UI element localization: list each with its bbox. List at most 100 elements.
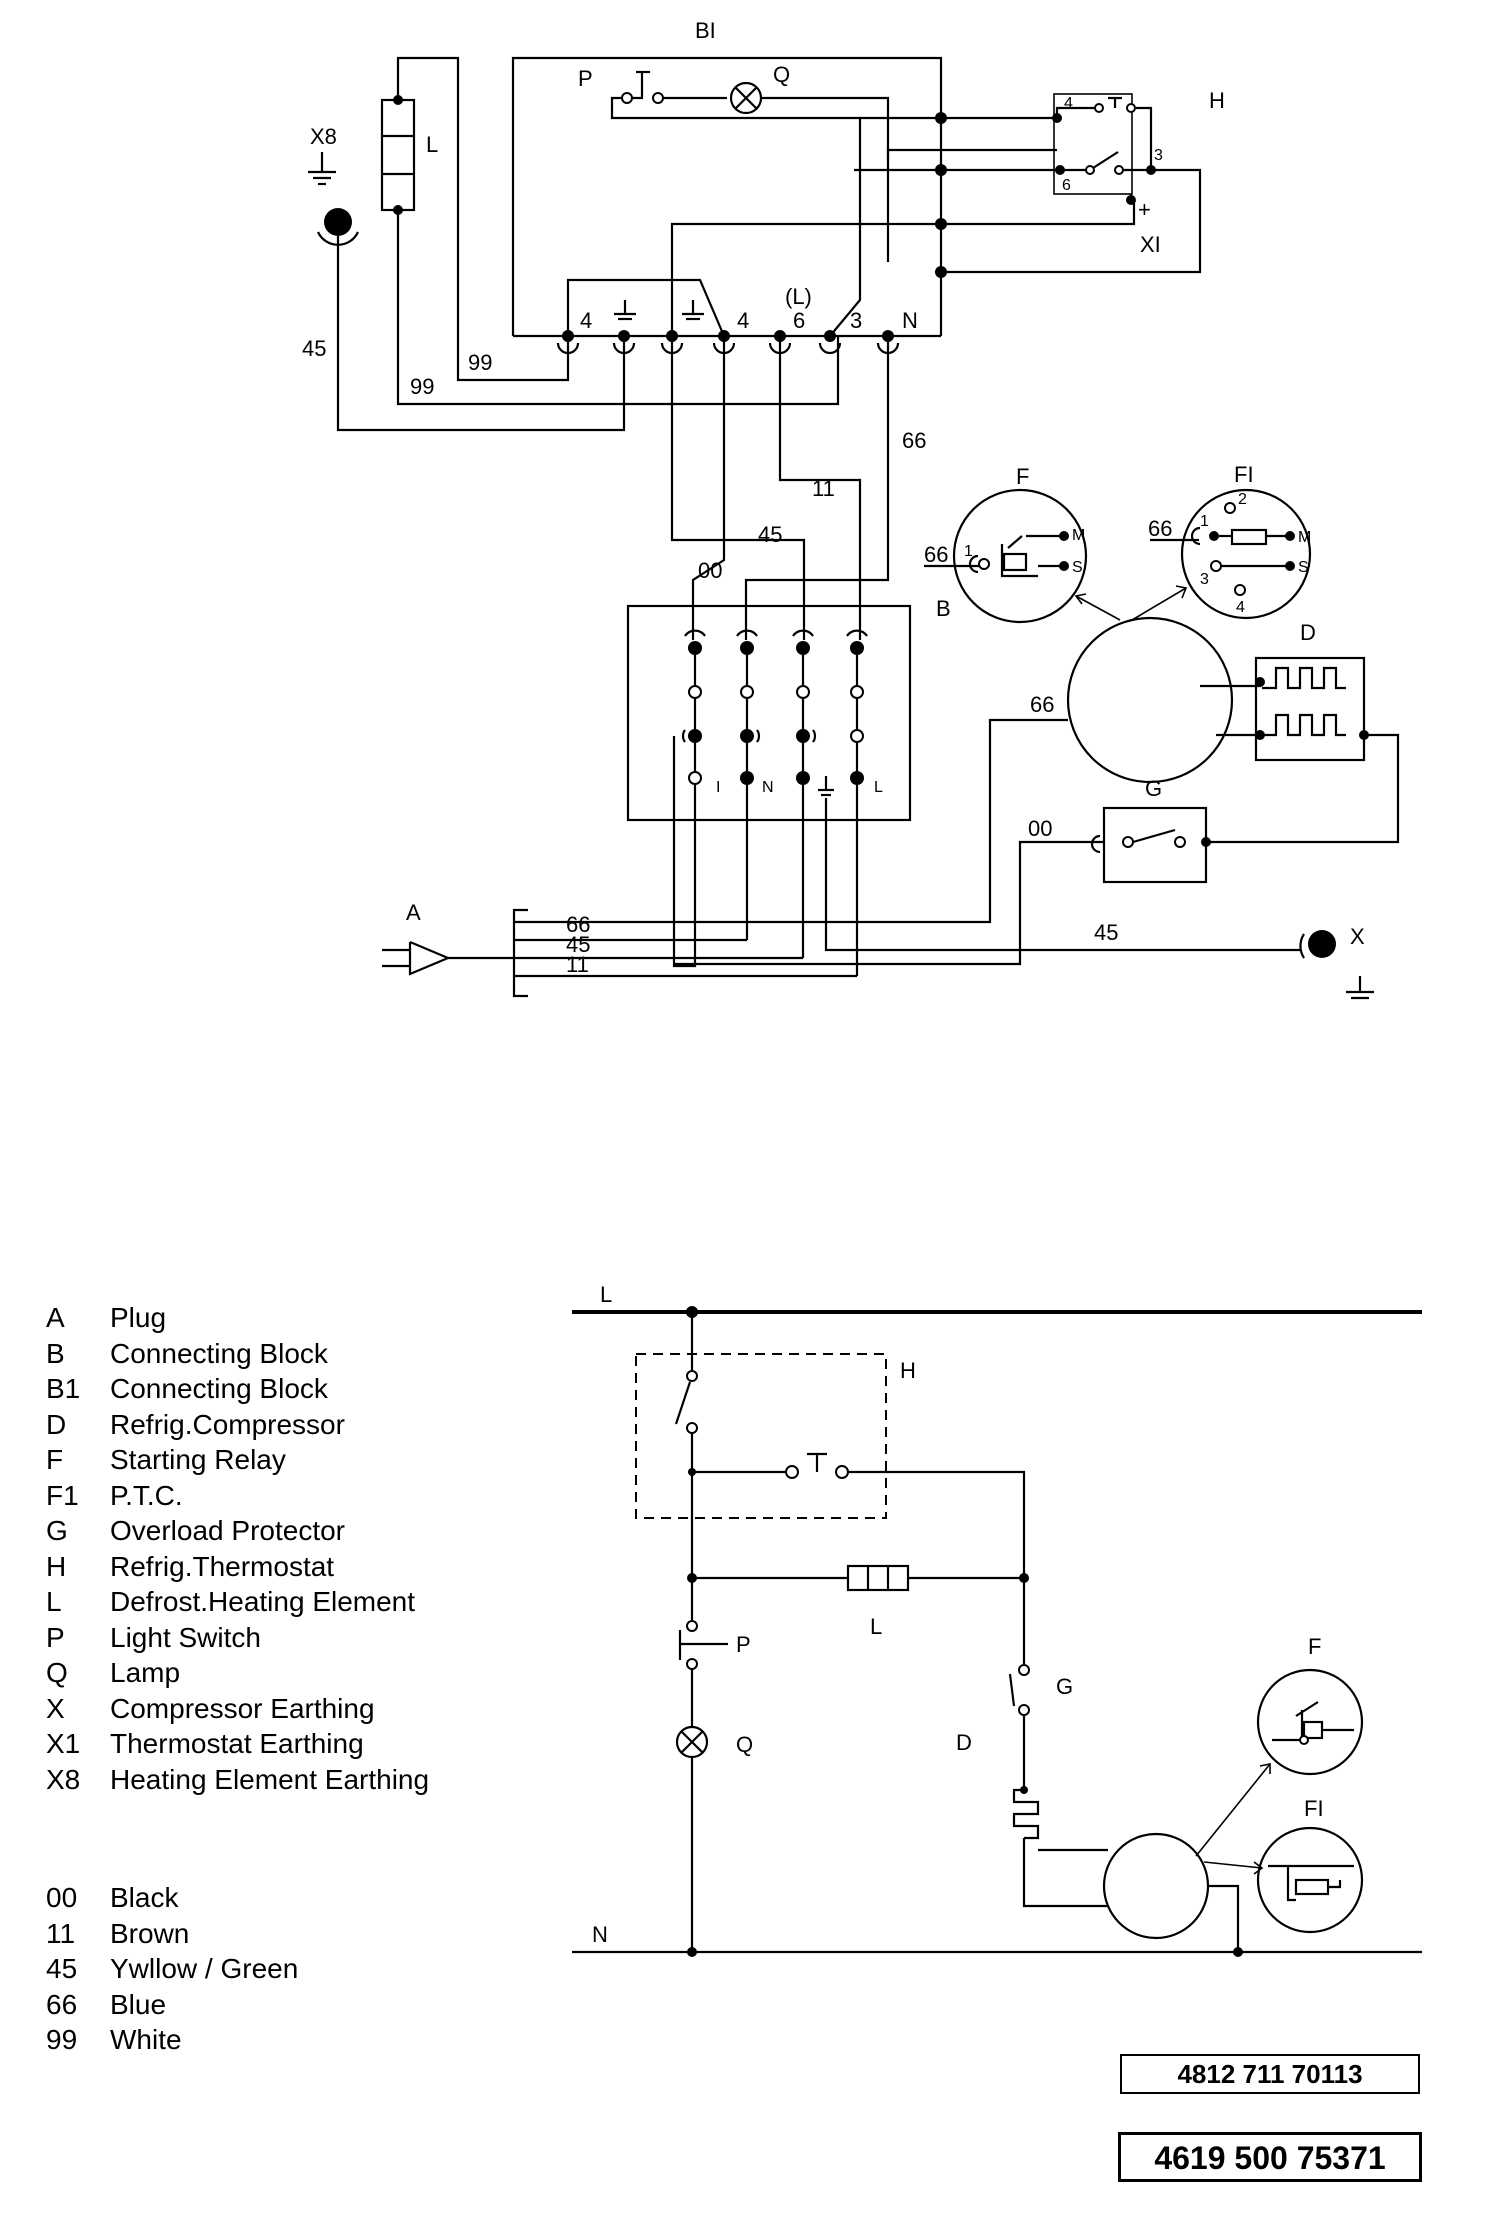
label-x: X bbox=[1350, 924, 1365, 949]
legend-item-name: Light Switch bbox=[110, 1621, 261, 1653]
wire-q-b1 bbox=[761, 96, 890, 262]
earth-x8: X8 45 bbox=[302, 124, 626, 432]
legend-item: X8 Heating Element Earthing bbox=[46, 1762, 429, 1798]
f1-term-3: 3 bbox=[1200, 571, 1209, 588]
overload-protector-g: G 00 bbox=[674, 776, 1211, 966]
schem-light-switch-p: P bbox=[678, 1578, 751, 1726]
label-h: H bbox=[1209, 88, 1225, 113]
legend-item-name: P.T.C. bbox=[110, 1479, 183, 1511]
b-label-n: N bbox=[762, 779, 774, 796]
wire-66-main bbox=[514, 718, 1068, 924]
schem-relay-f: F bbox=[1256, 1634, 1364, 1776]
earth-x: X 45 bbox=[1094, 920, 1374, 1000]
legend-item: A Plug bbox=[46, 1300, 429, 1336]
wire-color-item-code: 99 bbox=[46, 2024, 78, 2055]
legend-item: G Overload Protector bbox=[46, 1513, 429, 1549]
wire-color-item: 45 Ywllow / Green bbox=[46, 1951, 298, 1987]
label-w99a: 99 bbox=[468, 350, 492, 375]
starting-relay-f: F M S 1 66 bbox=[924, 464, 1088, 624]
part-number-1: 4812 711 70113 bbox=[1120, 2054, 1420, 2094]
legend-item-code: G bbox=[46, 1515, 68, 1546]
label-a: A bbox=[406, 900, 421, 925]
label-w00g: 00 bbox=[1028, 816, 1052, 841]
legend-item-code: B1 bbox=[46, 1373, 81, 1404]
wire-color-item-code: 66 bbox=[46, 1988, 78, 2020]
defrost-heater-l: L 99 99 bbox=[380, 56, 840, 406]
wire-color-item: 11 Brown bbox=[46, 1916, 298, 1952]
terminal-n: N bbox=[902, 308, 918, 333]
terminal-4a: 4 bbox=[580, 308, 592, 333]
wires-b-to-plug bbox=[672, 736, 1300, 976]
legend-item-name: Heating Element Earthing bbox=[110, 1763, 430, 1795]
f-term-s: S bbox=[1072, 559, 1083, 576]
label-w45x: 45 bbox=[1094, 920, 1118, 945]
schem-thermostat-h: H bbox=[635, 1312, 1026, 1578]
legend-item-name: Plug bbox=[110, 1302, 167, 1333]
legend-item-code: H bbox=[46, 1550, 67, 1582]
wire-color-item-code: 45 bbox=[46, 1953, 78, 1984]
wire-color-item-code: 00 bbox=[46, 1882, 78, 1913]
compressor-d: D bbox=[1066, 616, 1400, 844]
schematic: L N H L bbox=[572, 1282, 1422, 1957]
legend-item-code: A bbox=[46, 1302, 65, 1333]
label-r66: 66 bbox=[924, 542, 948, 567]
label-w45b: 45 bbox=[758, 522, 782, 547]
legend-item-name: Starting Relay bbox=[110, 1444, 286, 1475]
legend-item-code: L bbox=[46, 1586, 62, 1617]
thermostat-h: 4 3 6 H + XI bbox=[1052, 88, 1225, 257]
legend-item-name: Overload Protector bbox=[110, 1515, 345, 1546]
legend-item-code: D bbox=[46, 1408, 67, 1440]
connecting-block-b: B I N bbox=[626, 596, 951, 822]
schem-label-f1: FI bbox=[1304, 1796, 1324, 1821]
wire-color-item-name: Blue bbox=[110, 1988, 167, 2020]
legend-item-name: Connecting Block bbox=[110, 1337, 328, 1369]
f1-term-4: 4 bbox=[1236, 599, 1245, 616]
label-f: F bbox=[1016, 464, 1029, 489]
wire-color-item-name: Ywllow / Green bbox=[110, 1953, 299, 1984]
schem-label-g: G bbox=[1056, 1674, 1073, 1699]
h-contact-4: 4 bbox=[1064, 95, 1073, 112]
label-w00: 00 bbox=[698, 558, 722, 583]
label-g: G bbox=[1145, 776, 1162, 801]
schem-label-d: D bbox=[956, 1730, 972, 1755]
lamp-q: Q bbox=[729, 62, 790, 115]
wire-color-item-name: Brown bbox=[110, 1917, 190, 1949]
schem-label-q: Q bbox=[736, 1732, 753, 1757]
f1-term-m: M bbox=[1298, 529, 1311, 546]
wire-color-item-code: 11 bbox=[46, 1917, 76, 1949]
label-w66m: 66 bbox=[1030, 692, 1054, 717]
label-plus: + bbox=[1138, 197, 1151, 222]
arrow-to-f bbox=[1075, 595, 1121, 621]
schem-heater-l: L bbox=[687, 1564, 1029, 1639]
label-d: D bbox=[1300, 620, 1316, 645]
schem-label-l: L bbox=[600, 1282, 612, 1307]
label-w45: 45 bbox=[302, 336, 326, 361]
wire-p-b1 bbox=[610, 96, 862, 337]
h-contact-3: 3 bbox=[1154, 147, 1163, 164]
label-w11: 11 bbox=[812, 476, 835, 501]
schem-arrow-f1 bbox=[1203, 1861, 1263, 1869]
legend-item-code: P bbox=[46, 1621, 65, 1653]
label-b: B bbox=[936, 596, 951, 621]
schem-lamp-q: Q bbox=[675, 1725, 753, 1952]
legend-item-code: X8 bbox=[46, 1763, 81, 1795]
schem-label-heater: L bbox=[870, 1614, 882, 1639]
f1-term-s: S bbox=[1298, 559, 1309, 576]
schem-label-h: H bbox=[900, 1358, 916, 1383]
legend-item: P Light Switch bbox=[46, 1620, 429, 1656]
legend-item-name: Defrost.Heating Element bbox=[110, 1586, 416, 1617]
label-r66b: 66 bbox=[1148, 516, 1172, 541]
label-x1: XI bbox=[1140, 232, 1161, 257]
legend-item: L Defrost.Heating Element bbox=[46, 1584, 429, 1620]
wire-color-item: 66 Blue bbox=[46, 1987, 298, 2023]
b1-terminal-strip: 4 4 (L) 6 3 N bbox=[513, 278, 941, 355]
legend-item-name: Compressor Earthing bbox=[110, 1692, 375, 1724]
wire-color-item-name: White bbox=[110, 2024, 182, 2055]
label-b1: BI bbox=[695, 18, 716, 43]
plug-a: A 66 45 11 bbox=[382, 900, 857, 998]
